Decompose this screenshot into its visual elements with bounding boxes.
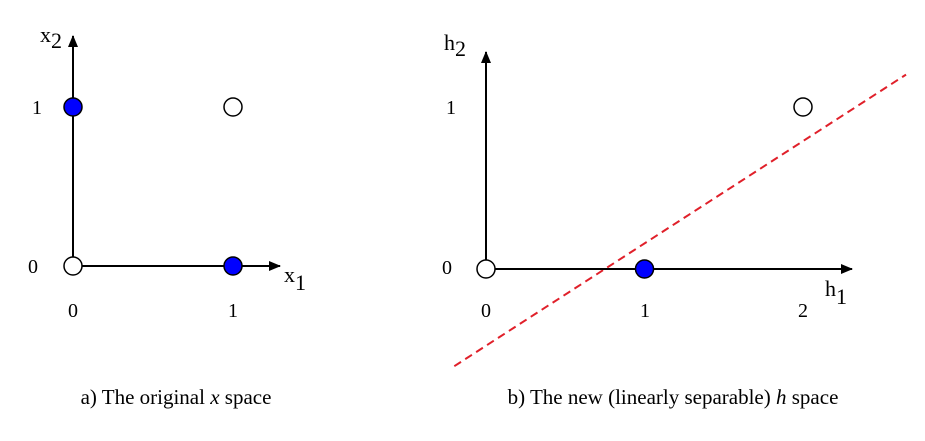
panel-b-y-axis-label: h2 [444,30,466,61]
panel-b-x-tick-2: 2 [798,300,808,322]
panel-a-point-open-0 [63,256,83,276]
panel-a-point-open-3 [223,97,243,117]
decision-boundary-line [453,73,907,368]
panel-a-x-tick-0: 0 [68,300,78,322]
panel-b-point-filled-1 [634,259,655,279]
panel-a-caption: a) The original x space [81,385,272,409]
panel-b: h2 h1 1 0 0 1 2 b) The new (linearly sep… [442,30,907,409]
panel-a-x-axis-label: x1 [284,262,306,295]
panel-b-x-tick-1: 1 [640,300,650,322]
panel-b-y-tick-0: 0 [442,257,452,279]
panel-a-point-filled-2 [63,97,83,117]
panel-a: x2 x1 1 0 0 1 a) The original x space [28,22,306,409]
panel-b-point-open-2 [793,97,813,117]
panel-b-point-open-0 [476,259,496,279]
panel-b-points [476,97,813,279]
panel-b-y-tick-1: 1 [446,97,456,119]
panel-a-y-tick-0: 0 [28,256,38,278]
panel-b-caption: b) The new (linearly separable) h space [508,385,839,409]
panel-a-points [63,97,243,276]
panel-a-x-tick-1: 1 [228,300,238,322]
panel-b-x-tick-0: 0 [481,300,491,322]
panel-a-y-tick-1: 1 [32,97,42,119]
panel-a-point-filled-1 [223,256,243,276]
panel-b-x-axis-label: h1 [825,276,847,309]
panel-a-y-axis-label: x2 [40,22,62,53]
